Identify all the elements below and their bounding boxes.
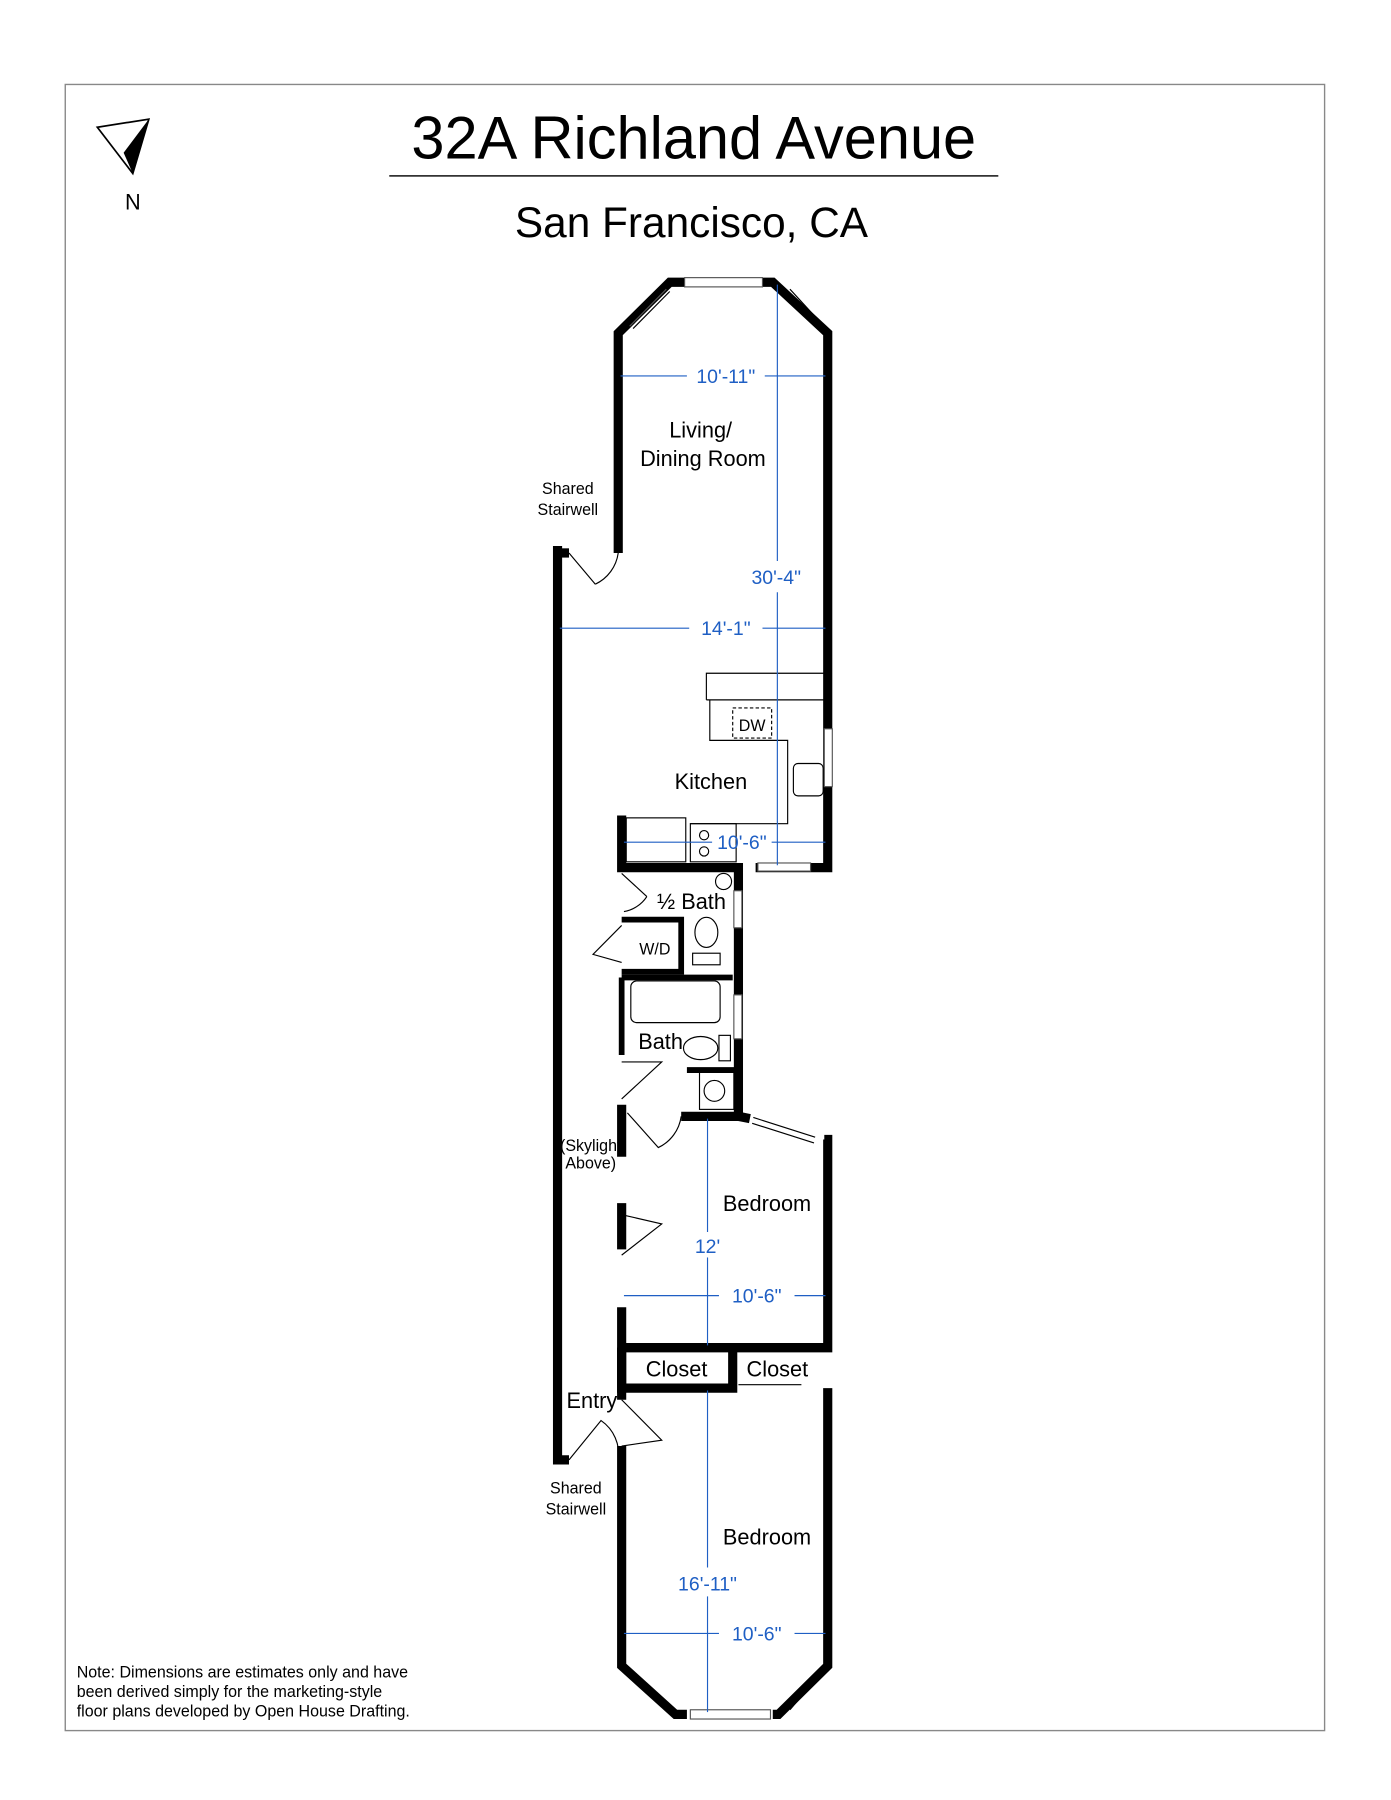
closet-2-label: Closet xyxy=(747,1357,809,1382)
stairwell-bottom-label-2: Stairwell xyxy=(546,1500,607,1518)
doors xyxy=(568,552,802,1461)
stairwell-top-label-2: Stairwell xyxy=(538,501,599,519)
page-frame xyxy=(64,83,1326,1732)
dim-overall-length: 30'-4" xyxy=(751,567,801,589)
stairwell-bottom-label: Shared xyxy=(550,1479,602,1497)
dim-bed2-depth: 16'-11" xyxy=(678,1574,737,1596)
closet-1-label: Closet xyxy=(646,1357,708,1382)
bedroom-1-label: Bedroom xyxy=(723,1191,811,1216)
disclaimer-note-line-3: floor plans developed by Open House Draf… xyxy=(77,1703,410,1721)
fixtures xyxy=(625,672,825,1110)
dim-living-width: 10'-11" xyxy=(696,366,755,388)
living-room-label-2: Dining Room xyxy=(640,446,766,471)
dim-bed1-depth: 12' xyxy=(695,1236,720,1258)
bedroom-2-label: Bedroom xyxy=(723,1524,811,1549)
skylight-label: (Skylight xyxy=(560,1137,622,1155)
windows xyxy=(626,277,833,1720)
dimension-lines xyxy=(559,284,826,1713)
dim-bed2-width: 10'-6" xyxy=(732,1623,782,1645)
page-subtitle: San Francisco, CA xyxy=(515,199,869,247)
page-title: 32A Richland Avenue xyxy=(411,104,976,171)
kitchen-label: Kitchen xyxy=(675,769,748,794)
north-arrow-icon xyxy=(95,118,151,176)
skylight-label-2: Above) xyxy=(565,1154,616,1172)
disclaimer-note-line-2: been derived simply for the marketing-st… xyxy=(77,1683,383,1701)
dim-bed1-width: 10'-6" xyxy=(732,1285,782,1307)
north-label: N xyxy=(125,189,141,214)
dim-main-width: 14'-1" xyxy=(701,618,751,640)
entry-label: Entry xyxy=(567,1388,618,1413)
dishwasher-label: DW xyxy=(739,717,766,735)
dim-kitchen-width: 10'-6" xyxy=(717,832,767,854)
living-room-label: Living/ xyxy=(669,417,733,442)
half-bath-label: ½ Bath xyxy=(657,889,726,914)
washer-dryer-label: W/D xyxy=(639,940,670,958)
stairwell-top-label: Shared xyxy=(542,480,594,498)
disclaimer-note-line-1: Note: Dimensions are estimates only and … xyxy=(77,1663,408,1681)
bath-label: Bath xyxy=(638,1029,683,1054)
